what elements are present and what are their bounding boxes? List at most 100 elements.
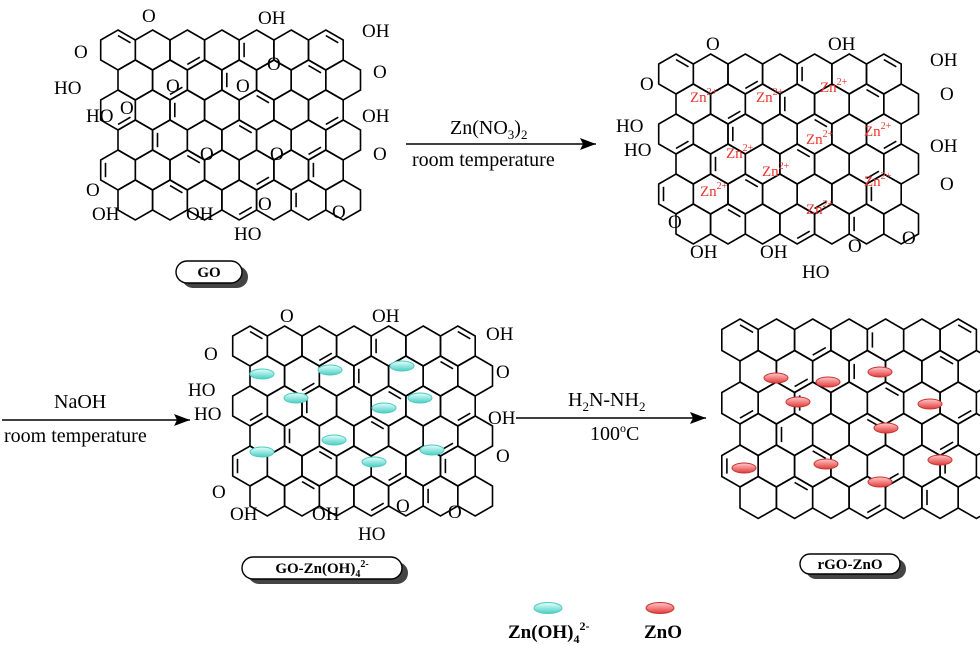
double-bond [318,450,333,460]
go-znoh-functional-groups: O OH O HO HO OH O OH O O OH OH HO O O [188,306,516,545]
go-label-cooh-r2-o: O [373,144,387,165]
gozn-label-o: O [940,174,954,195]
double-bond [866,88,880,98]
hexagon-ring [117,59,154,101]
double-bond [388,390,402,400]
hexagon-ring [692,113,729,155]
double-bond [186,154,201,164]
go-zn-functional-groups: O OH O HO HO OH O OH O O OH OH HO O O [616,34,958,283]
double-bond [256,94,270,104]
zn-ion-labels: Zn2+Zn2+Zn2+Zn2+Zn2+Zn2+Zn2+Zn2+Zn2+Zn2+ [690,77,892,218]
go-label-cooh-r1-oh: OH [362,21,390,42]
zn-ion-label: Zn2+ [806,129,834,148]
zn-oh4-particle [249,446,275,458]
go-functional-groups: O OH O HO HO OH O OH O O O O O O O O OH … [54,6,390,245]
hexagon-ring [813,143,850,185]
double-bond [238,124,253,134]
double-bond [866,170,880,180]
zn-ion-label: Zn2+ [820,77,848,96]
go-label-epoxide-o: O [200,144,214,165]
hexagon-ring [739,349,778,394]
gozn-label-ho: HO [616,116,643,137]
legend-zno-swatch [645,602,675,614]
go-label-epoxide-o: O [120,98,134,119]
double-bond [812,346,827,356]
double-bond [457,330,471,340]
goznoh-label-o: O [448,502,462,523]
hexagon-ring [739,412,778,457]
go-label-o-top: O [142,6,156,27]
zno-particle [815,376,841,388]
double-bond [117,116,131,126]
go-label-epoxide-o: O [270,144,284,165]
hexagon-ring [757,444,796,488]
hexagon-ring [457,355,494,397]
hexagon-ring [883,83,920,125]
step1-reagent: Zn(NO3)2 [450,117,527,142]
hexagon-ring [744,203,781,245]
go-znoh-structure: O OH O HO HO OH O OH O O OH OH HO O O [188,306,516,545]
double-bond [794,481,809,491]
hexagon-ring [830,381,869,425]
go-label-cooh-r2-oh: OH [362,106,390,127]
double-bond [812,450,827,460]
zno-particle [867,476,893,488]
hexagon-ring [957,349,980,394]
hexagon-ring [405,325,442,367]
zn-oh4-particle [283,392,309,404]
hexagon-ring [761,173,798,215]
hexagon-ring [325,119,362,161]
zn-ion-label: Zn2+ [864,171,892,190]
goznoh-label-o: O [496,446,510,467]
hexagon-ring [957,412,980,457]
gozn-label-o: O [640,74,654,95]
gozn-label-o: O [668,212,682,233]
goznoh-label-ho: HO [194,404,221,425]
hexagon-ring [884,412,923,457]
go-caption: GO [197,265,220,281]
go-znoh-caption-box: GO-Zn(OH)42- [241,556,408,584]
rgo-zno-caption: rGO-ZnO [817,557,882,573]
hexagon-ring [325,179,362,221]
hexagon-ring [757,318,796,362]
gozn-label-oh: OH [930,50,958,71]
double-bond [739,409,754,419]
zn-ion-label: Zn2+ [726,143,754,162]
double-bond [169,184,183,194]
zn-oh4-particle [407,392,433,404]
zn-ion-label: Zn2+ [762,161,790,180]
arrow-step2: NaOH room temperature [2,391,190,447]
gozn-label-oh: OH [690,242,718,263]
step2-reagent: NaOH [54,391,106,413]
double-bond [957,324,972,334]
double-bond [325,116,339,126]
zno-particle [873,422,899,434]
hexagon-ring [117,179,154,221]
zn-ion-label: Zn2+ [700,181,728,200]
hexagon-ring [134,149,171,191]
hexagon-ring [266,385,303,427]
go-label-oh-top: OH [258,8,286,29]
legend-zno-label: ZnO [644,622,682,643]
hexagon-ring [902,444,941,488]
gozn-label-o: O [940,84,954,105]
arrow-step3: H2N-NH2 100oC [516,389,706,445]
double-bond [939,355,954,365]
double-bond [814,118,828,128]
hexagon-ring [186,59,223,101]
gozn-label-o: O [848,236,862,257]
go-label-ho-side: HO [86,106,113,127]
legend: Zn(OH)42- ZnO [508,602,682,645]
zn-oh4-particle [371,402,397,414]
hexagon-ring [273,89,310,131]
gozn-label-ho: HO [802,262,829,283]
double-bond [675,58,689,68]
hexagon-ring [957,475,980,520]
hexagon-ring [335,385,372,427]
double-bond [744,80,759,90]
zn-oh4-particle [361,456,387,468]
go-label-epoxide-o: O [267,54,281,75]
gozn-label-oh: OH [930,136,958,157]
gozn-label-ho: HO [624,140,651,161]
zn-oh4-particle [321,434,347,446]
